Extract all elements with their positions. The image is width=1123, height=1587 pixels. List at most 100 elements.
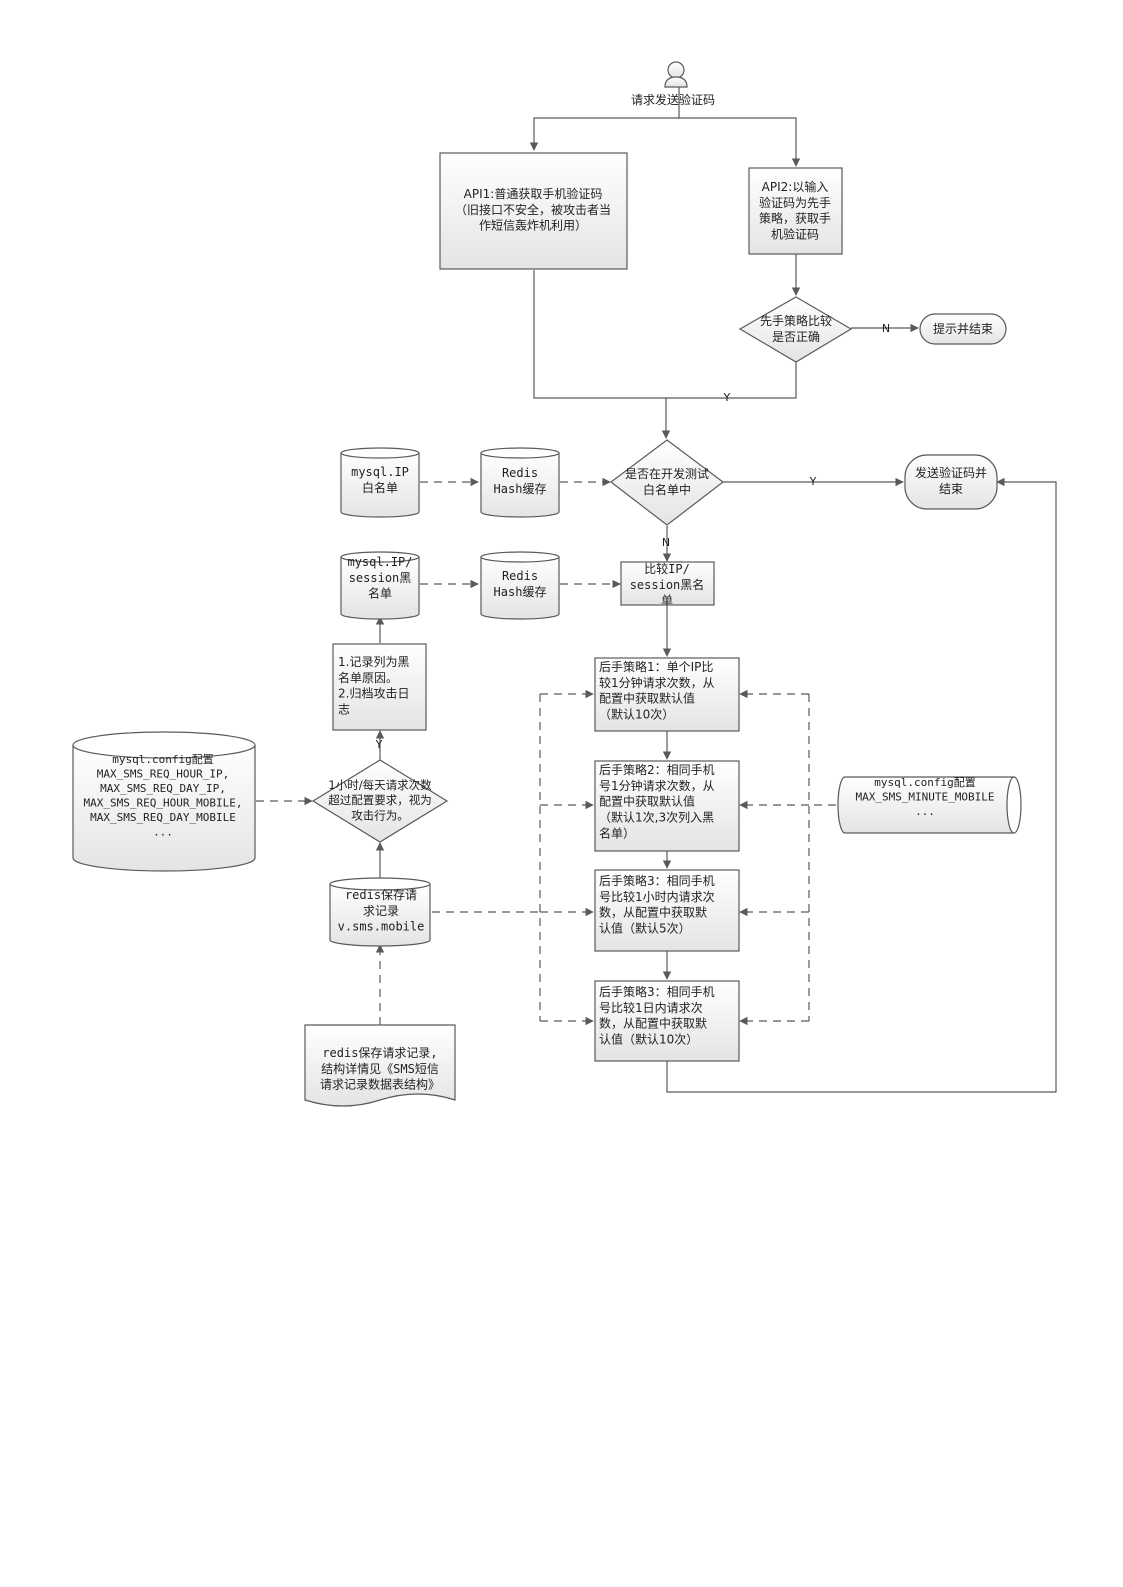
label-line: 后手策略3：相同手机 <box>599 873 715 888</box>
label-line: （默认10次） <box>599 707 674 722</box>
label-line: MAX_SMS_REQ_HOUR_IP, <box>97 768 229 781</box>
label-line: 认值（默认5次） <box>599 921 691 936</box>
strategy-3-box: 后手策略3：相同手机号比较1小时内请求次数，从配置中获取默认值（默认5次） <box>594 869 740 952</box>
label-line: 名单原因。 <box>338 670 398 685</box>
label-line: 后手策略1：单个IP比 <box>599 659 713 674</box>
label-line: mysql.IP <box>351 465 409 479</box>
label-line: 白名单中 <box>643 482 691 497</box>
label-line: 1.记录列为黑 <box>338 655 409 669</box>
edge-label-y-attack: Y <box>375 738 383 751</box>
end-send-label: 发送验证码并结束 <box>915 465 987 496</box>
attack-decision-label: 1小时/每天请求次数超过配置要求，视为攻击行为。 <box>328 778 432 822</box>
label-line: 认值（默认10次） <box>599 1032 698 1047</box>
redis-doc-note-label: redis保存请求记录,结构详情见《SMS短信请求记录数据表结构》 <box>320 1046 440 1092</box>
strategy-2-label: 后手策略2：相同手机号1分钟请求次数，从配置中获取默认值（默认1次,3次列入黑名… <box>599 762 715 840</box>
label-line: 后手策略3：相同手机 <box>599 984 715 999</box>
db-blacklist-label: mysql.IP/session黑名单 <box>347 555 412 601</box>
api1-process-box: API1:普通获取手机验证码（旧接口不安全，被攻击者当作短信轰炸机利用） <box>439 152 628 270</box>
label-line: 比较IP/ <box>644 561 690 576</box>
end-hint-label: 提示并结束 <box>933 321 993 336</box>
whitelist-decision: 是否在开发测试白名单中 <box>610 439 724 526</box>
pre-strategy-label: 先手策略比较是否正确 <box>760 313 832 344</box>
label-line: 验证码为先手 <box>759 195 831 210</box>
label-line: 数，从配置中获取默 <box>599 1016 707 1031</box>
whitelist-decision-label: 是否在开发测试白名单中 <box>625 466 709 497</box>
label-line: v.sms.mobile <box>338 920 425 934</box>
edge-label-y-whitelist: Y <box>809 475 817 488</box>
label-line: 超过配置要求，视为 <box>328 793 432 807</box>
label-line: redis保存请求记录, <box>322 1046 437 1060</box>
label-line: Hash缓存 <box>494 482 547 496</box>
label-line: session黑名 <box>630 577 705 592</box>
label-line: 是否正确 <box>772 330 820 344</box>
db-blacklist-cylinder: mysql.IP/session黑名单 <box>340 551 420 620</box>
label-line: MAX_SMS_REQ_HOUR_MOBILE, <box>84 797 243 810</box>
db-config-left-cylinder: mysql.config配置 MAX_SMS_REQ_HOUR_IP, MAX_SM… <box>72 731 256 872</box>
api2-label: API2:以输入验证码为先手策略，获取手机验证码 <box>759 179 831 242</box>
label-line: session黑 <box>349 571 412 585</box>
start-label: 请求发送验证码 <box>631 92 715 107</box>
label-line: 名单 <box>368 586 392 601</box>
label-line: 白名单 <box>362 480 398 495</box>
label-line: Redis <box>502 466 538 480</box>
label-line: 配置中获取默认值 <box>599 794 695 809</box>
strategy-1-box: 后手策略1：单个IP比较1分钟请求次数，从配置中获取默认值（默认10次） <box>594 657 740 732</box>
dashed-connectors <box>256 477 836 1026</box>
strategy-2-box: 后手策略2：相同手机号1分钟请求次数，从配置中获取默认值（默认1次,3次列入黑名… <box>594 760 740 852</box>
strategy-4-box: 后手策略3：相同手机号比较1日内请求次数，从配置中获取默认值（默认10次） <box>594 980 740 1062</box>
strategy-3-label: 后手策略3：相同手机号比较1小时内请求次数，从配置中获取默认值（默认5次） <box>599 873 715 936</box>
label-line: 较1分钟请求次数，从 <box>599 675 715 690</box>
end-send-terminal: 发送验证码并结束 <box>904 454 998 510</box>
label-line: Hash缓存 <box>494 585 547 599</box>
label-line: 机验证码 <box>771 227 819 242</box>
label-line: 单 <box>661 594 673 608</box>
start-actor-icon <box>664 61 688 88</box>
record-blacklist-box: 1.记录列为黑名单原因。2.归档攻击日志 <box>332 643 427 731</box>
label-line: 后手策略2：相同手机 <box>599 762 715 777</box>
label-line: MAX_SMS_REQ_DAY_MOBILE <box>90 811 236 824</box>
label-line: 作短信轰炸机利用） <box>479 218 587 233</box>
label-line: 请求记录数据表结构》 <box>320 1077 440 1092</box>
label-line: 号比较1小时内请求次 <box>599 889 715 904</box>
db-config-left-label: mysql.config配置 MAX_SMS_REQ_HOUR_IP, MAX_SM… <box>84 753 243 839</box>
label-line: 是否在开发测试 <box>625 466 709 481</box>
label-line: mysql.IP/ <box>347 555 412 569</box>
label-line: 策略，获取手 <box>759 211 831 226</box>
label-line: 先手策略比较 <box>760 313 832 328</box>
label-line: 1小时/每天请求次数 <box>328 778 432 792</box>
label-line: 数，从配置中获取默 <box>599 905 707 920</box>
label-line: mysql.config配置 <box>112 753 213 766</box>
label-line: ... <box>915 805 935 818</box>
label-line: 名单） <box>599 825 635 840</box>
label-line: ... <box>153 826 173 839</box>
label-line: 志 <box>338 703 350 717</box>
record-blacklist-label: 1.记录列为黑名单原因。2.归档攻击日志 <box>338 655 409 717</box>
label-line: MAX_SMS_MINUTE_MOBILE <box>855 791 994 804</box>
label-line: 号1分钟请求次数，从 <box>599 778 715 793</box>
solid-connectors <box>375 86 1057 1093</box>
attack-decision: 1小时/每天请求次数超过配置要求，视为攻击行为。 <box>311 759 449 843</box>
api1-label: API1:普通获取手机验证码（旧接口不安全，被攻击者当作短信轰炸机利用） <box>455 186 611 233</box>
label-line: 号比较1日内请求次 <box>599 1000 703 1015</box>
label-line: 结束 <box>939 482 963 496</box>
pre-strategy-decision: 先手策略比较是否正确 <box>738 296 853 363</box>
label-line: 发送验证码并 <box>915 465 987 480</box>
label-line: 结构详情见《SMS短信 <box>321 1061 439 1076</box>
strategy-1-label: 后手策略1：单个IP比较1分钟请求次数，从配置中获取默认值（默认10次） <box>599 659 715 722</box>
end-hint-terminal: 提示并结束 <box>919 313 1007 345</box>
label-line: API1:普通获取手机验证码 <box>464 186 603 201</box>
label-line: redis保存请 <box>345 888 417 902</box>
strategy-4-label: 后手策略3：相同手机号比较1日内请求次数，从配置中获取默认值（默认10次） <box>599 984 715 1047</box>
edge-label-n-whitelist: N <box>662 536 670 549</box>
label-line: 配置中获取默认值 <box>599 691 695 706</box>
